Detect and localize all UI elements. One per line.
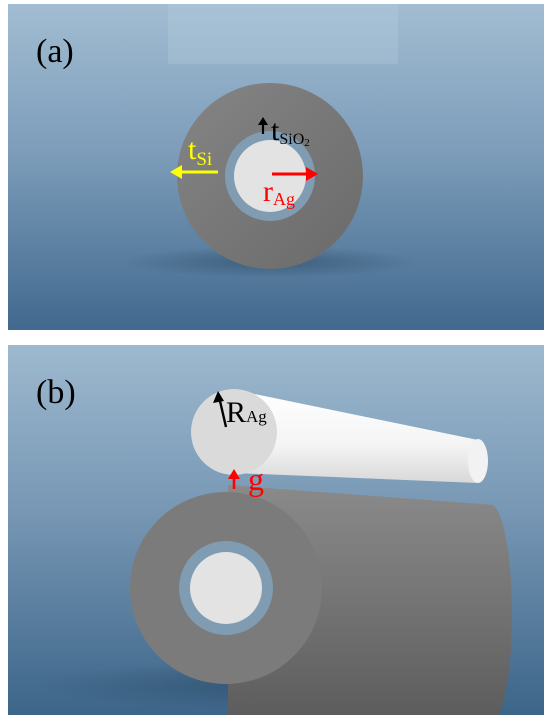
t-si-arrow bbox=[170, 165, 218, 179]
R-ag-label: RAg bbox=[226, 396, 267, 429]
panel-b-figure: (b) RAg g bbox=[8, 345, 544, 715]
t-sio2-sub: SiO bbox=[279, 131, 304, 148]
panel-a-light-glow bbox=[168, 4, 398, 64]
silver-core bbox=[234, 140, 306, 212]
panel-a-figure: (a) tSi tSiO2 rAg bbox=[8, 4, 544, 330]
t-sio2-arrow bbox=[258, 117, 268, 134]
t-sio2-main: t bbox=[271, 114, 280, 147]
R-ag-sub: Ag bbox=[246, 407, 267, 426]
t-sio2-sub2: 2 bbox=[304, 137, 310, 149]
t-si-label: tSi bbox=[188, 133, 212, 170]
r-ag-main: r bbox=[263, 175, 273, 208]
gap-label: g bbox=[248, 461, 264, 497]
R-ag-main: R bbox=[226, 396, 246, 429]
silver-rod-end bbox=[468, 439, 488, 483]
panel-a: (a) tSi tSiO2 rAg bbox=[8, 4, 544, 330]
panel-a-label: (a) bbox=[36, 33, 74, 70]
panel-b-label: (b) bbox=[36, 374, 76, 411]
t-si-main: t bbox=[188, 133, 197, 166]
t-sio2-label: tSiO2 bbox=[271, 114, 310, 149]
panel-b: (b) RAg g bbox=[8, 345, 544, 715]
r-ag-sub: Ag bbox=[273, 189, 295, 209]
r-ag-label: rAg bbox=[263, 175, 295, 209]
r-ag-arrow bbox=[272, 167, 318, 181]
silver-rod-body bbox=[235, 390, 486, 483]
gap-arrow bbox=[228, 469, 240, 489]
silver-rod-face bbox=[191, 389, 277, 475]
R-ag-arrow bbox=[213, 391, 228, 428]
coaxial-silver-core bbox=[190, 552, 262, 624]
t-si-sub: Si bbox=[196, 149, 212, 170]
